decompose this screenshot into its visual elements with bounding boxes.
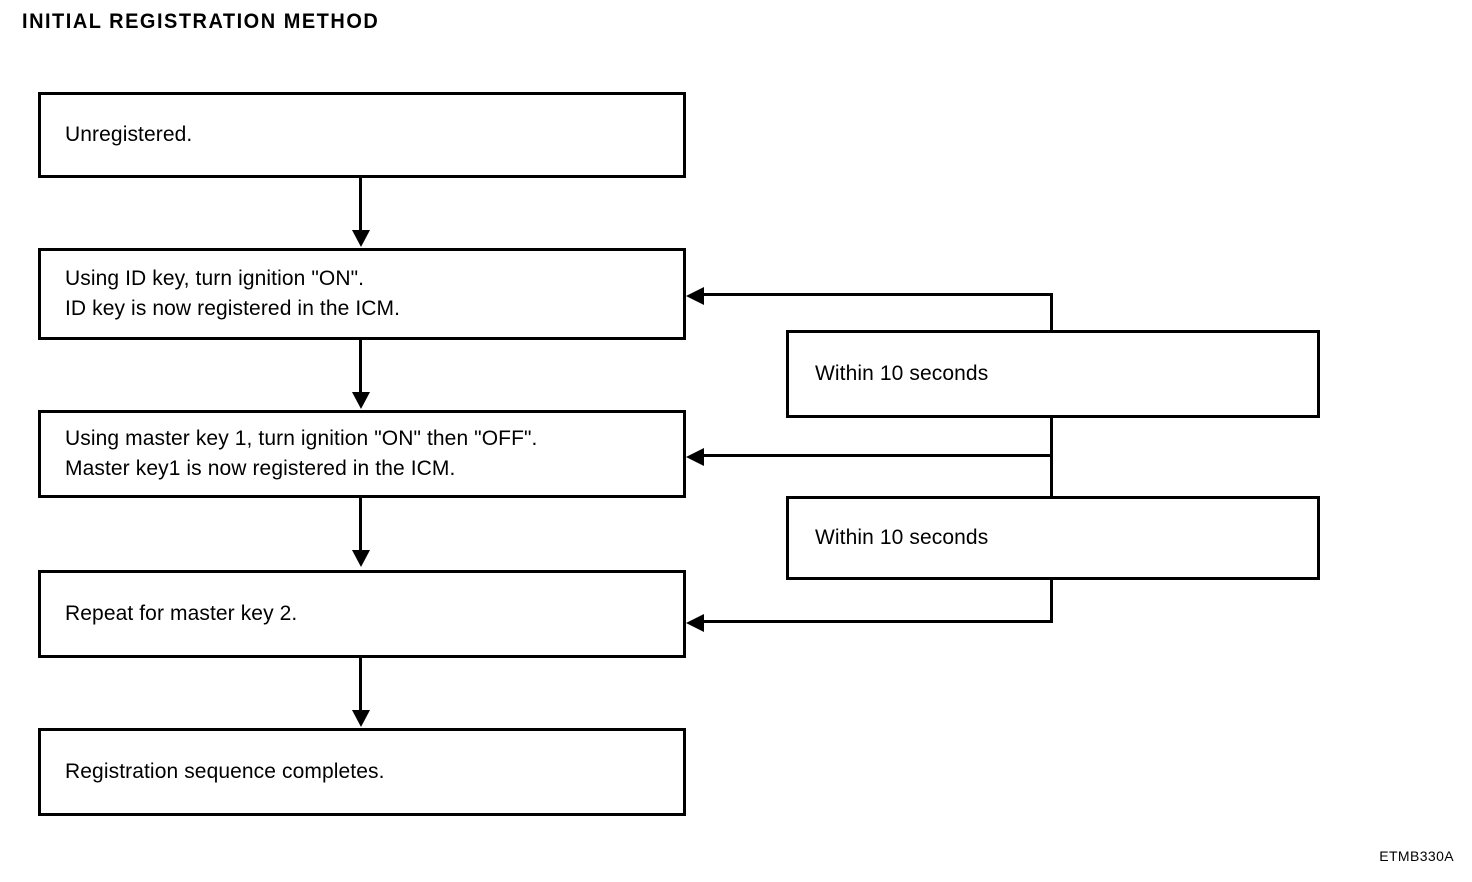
note-box-timing-2: Within 10 seconds xyxy=(786,496,1320,580)
flow-box-id-key-on: Using ID key, turn ignition "ON". ID key… xyxy=(38,248,686,340)
flow-box-text: Using ID key, turn ignition "ON". ID key… xyxy=(65,266,401,320)
arrowhead-down-icon xyxy=(352,392,370,409)
flow-box-registration-complete: Registration sequence completes. xyxy=(38,728,686,816)
flow-box-text: Using master key 1, turn ignition "ON" t… xyxy=(65,426,538,480)
note-box-text: Within 10 seconds xyxy=(815,362,989,385)
figure-code-label: ETMB330A xyxy=(1379,848,1454,864)
connector-id-key-to-master-key-1 xyxy=(359,340,362,394)
timing-connector-to-id-key xyxy=(700,293,1053,296)
arrowhead-down-icon xyxy=(352,550,370,567)
connector-unregistered-to-id-key xyxy=(359,178,362,232)
arrowhead-left-icon xyxy=(686,614,704,632)
note-box-text: Within 10 seconds xyxy=(815,526,989,549)
connector-master-key-2-to-complete xyxy=(359,658,362,712)
note-box-timing-1: Within 10 seconds xyxy=(786,330,1320,418)
flow-box-text: Repeat for master key 2. xyxy=(65,601,298,625)
timing-connector-spine xyxy=(1050,293,1053,623)
timing-connector-to-master-key-1 xyxy=(700,454,1053,457)
flow-box-unregistered: Unregistered. xyxy=(38,92,686,178)
arrowhead-down-icon xyxy=(352,710,370,727)
arrowhead-left-icon xyxy=(686,287,704,305)
page-title: INITIAL REGISTRATION METHOD xyxy=(22,10,380,33)
arrowhead-left-icon xyxy=(686,448,704,466)
timing-connector-to-master-key-2 xyxy=(700,620,1053,623)
flow-box-master-key-2: Repeat for master key 2. xyxy=(38,570,686,658)
flow-box-text: Unregistered. xyxy=(65,122,193,146)
arrowhead-down-icon xyxy=(352,230,370,247)
connector-master-key-1-to-master-key-2 xyxy=(359,498,362,552)
flow-box-master-key-1: Using master key 1, turn ignition "ON" t… xyxy=(38,410,686,498)
flow-box-text: Registration sequence completes. xyxy=(65,759,385,783)
